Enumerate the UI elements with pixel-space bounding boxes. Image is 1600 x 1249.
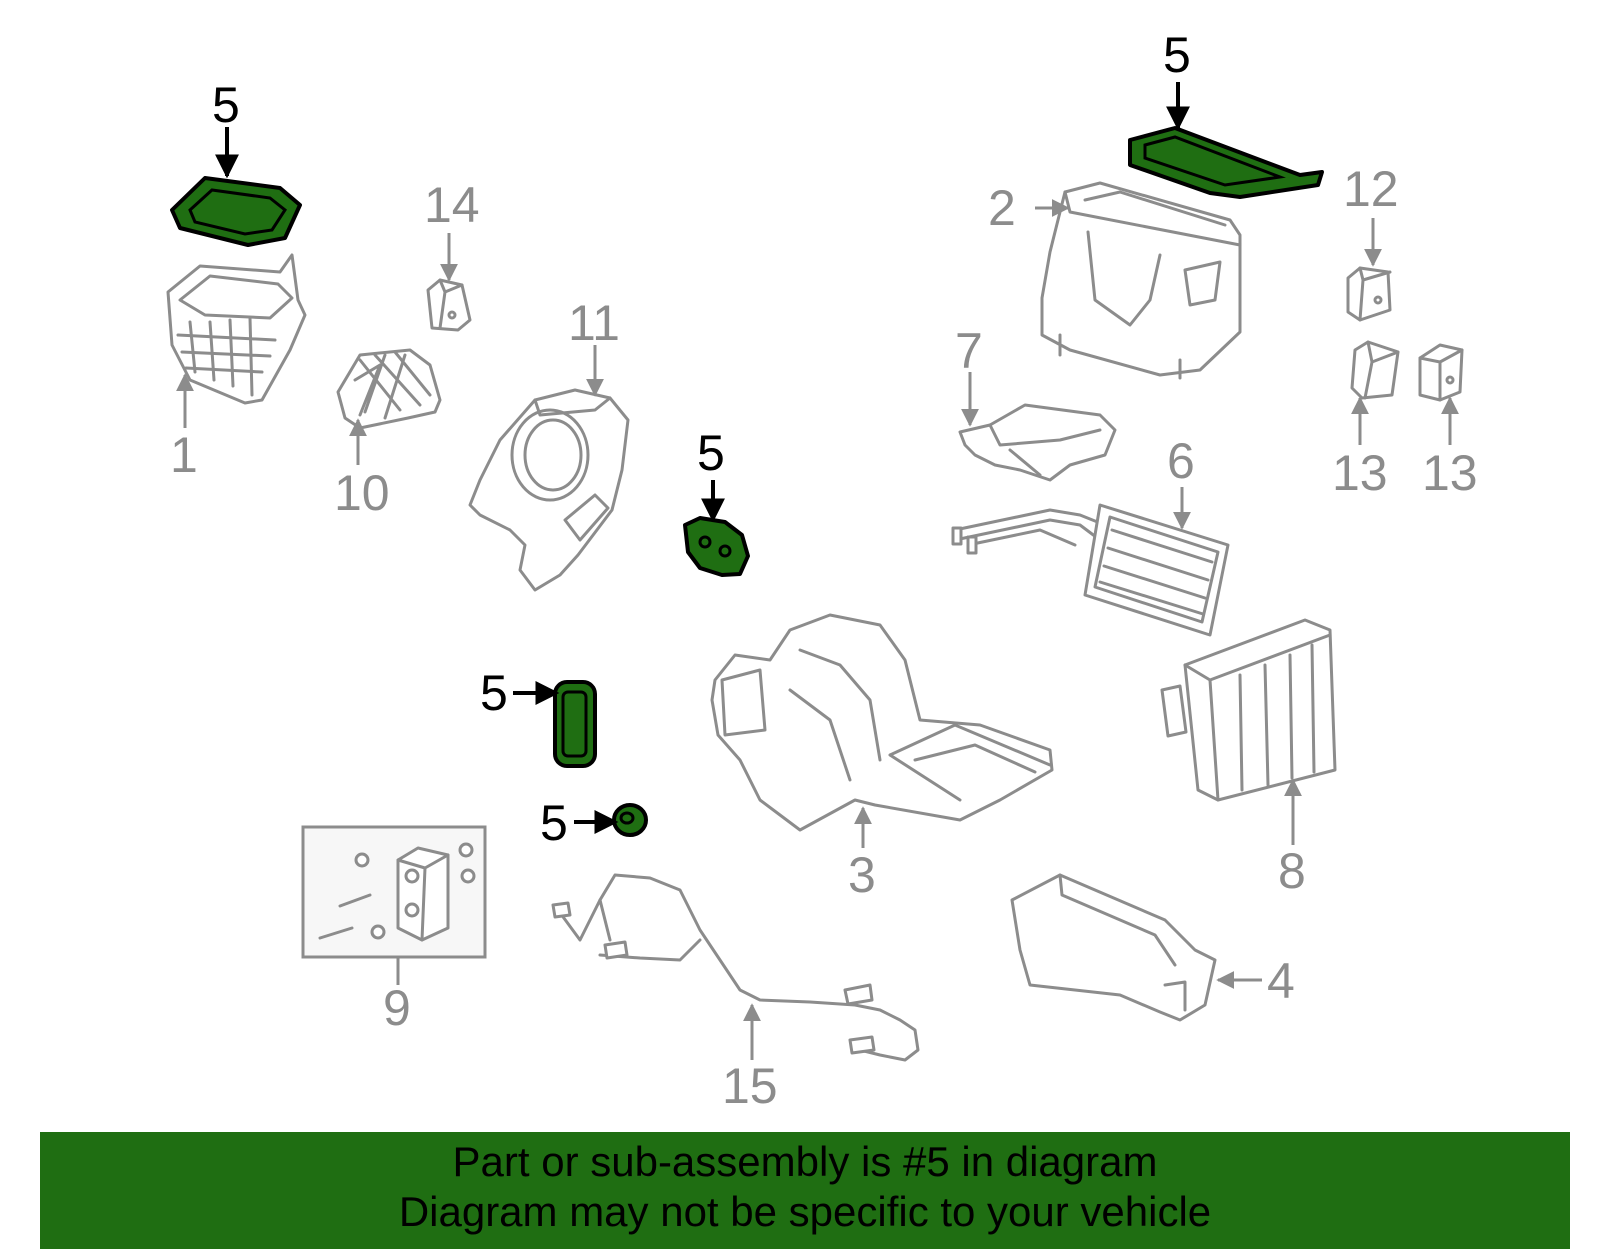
callout-4: 4 [1267,953,1295,1009]
part-filter [336,348,442,430]
part-wiring-harness [551,873,920,1062]
callout-10: 10 [334,465,390,521]
callout-3: 3 [848,847,876,903]
gasket-top-left [170,176,302,247]
callout-5-top-left: 5 [212,77,240,133]
part-lower-case [710,613,1054,832]
callout-1: 1 [170,427,198,483]
callout-13-right: 13 [1422,445,1478,501]
part-evaporator [1160,618,1337,802]
banner-line-2: Diagram may not be specific to your vehi… [398,1188,1212,1235]
callout-5-vertical: 5 [480,665,508,721]
gasket-top-right [1128,126,1324,199]
callout-6: 6 [1167,433,1195,489]
part-duct [1010,873,1217,1022]
callout-8: 8 [1278,843,1306,899]
part-bracket [958,403,1117,482]
part-actuator-13a [1350,340,1400,400]
callout-2: 2 [988,180,1016,236]
callout-11: 11 [568,295,620,351]
callout-9: 9 [383,980,411,1036]
part-sensor-14 [426,278,472,332]
part-air-inlet-housing [166,253,307,405]
callout-12: 12 [1343,161,1399,217]
gasket-center-oval [683,516,750,577]
part-expansion-valve-kit [301,825,487,959]
info-banner: Part or sub-assembly is #5 in diagram Di… [40,1132,1570,1249]
callout-5-top-right: 5 [1163,27,1191,83]
callout-5-center: 5 [697,425,725,481]
part-heater-core [951,503,1230,637]
banner-line-1: Part or sub-assembly is #5 in diagram [452,1138,1158,1185]
gasket-vertical [553,680,597,768]
callout-15: 15 [722,1058,778,1114]
part-blower-housing [468,388,630,592]
part-actuator-12 [1346,266,1392,322]
callout-7: 7 [955,323,983,379]
part-upper-case [1040,181,1242,380]
gasket-round-seal [612,803,648,837]
callout-5-seal: 5 [540,795,568,851]
callout-14: 14 [424,177,480,233]
callout-13-left: 13 [1332,445,1388,501]
part-actuator-13b [1418,343,1464,402]
